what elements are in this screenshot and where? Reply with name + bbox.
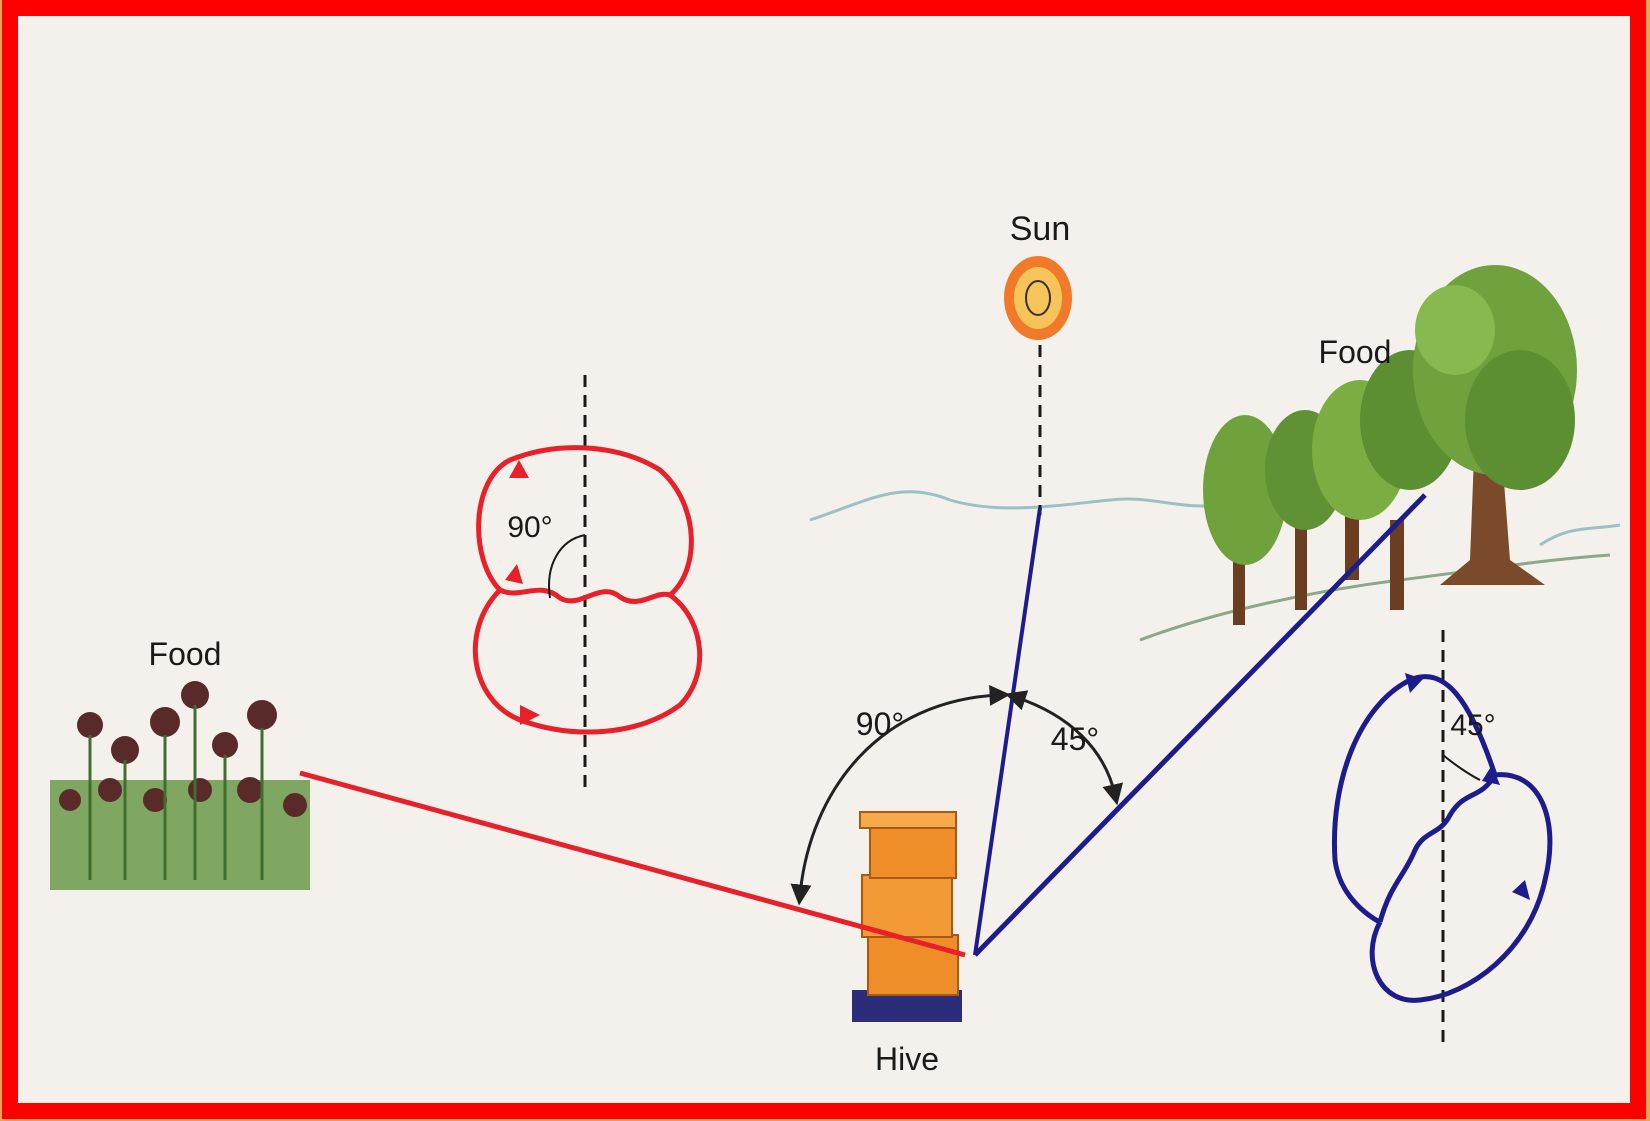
food-label-right: Food [1319, 334, 1392, 370]
hive-label: Hive [875, 1041, 939, 1077]
red-flight-path [299, 770, 966, 958]
hill-line [809, 490, 1221, 522]
angle-label-45-dance: 45° [1450, 709, 1495, 742]
angle-label-90-ground: 90° [856, 706, 904, 742]
blue-waggle-dance [1331, 630, 1553, 1045]
sun-icon [1004, 256, 1072, 340]
red-waggle-dance [472, 375, 703, 790]
angle-arc-90 [790, 684, 1011, 906]
angle-label-90-dance: 90° [507, 511, 552, 544]
flowers-icon [50, 681, 310, 890]
angle-arc-45 [1005, 690, 1123, 806]
trees-icon [1203, 265, 1577, 625]
blue-flight-path [973, 493, 1427, 957]
food-label-left: Food [149, 636, 222, 672]
hill-line-far-right [1539, 523, 1621, 547]
angle-label-45-ground: 45° [1051, 721, 1099, 757]
sun-label: Sun [1010, 210, 1071, 248]
